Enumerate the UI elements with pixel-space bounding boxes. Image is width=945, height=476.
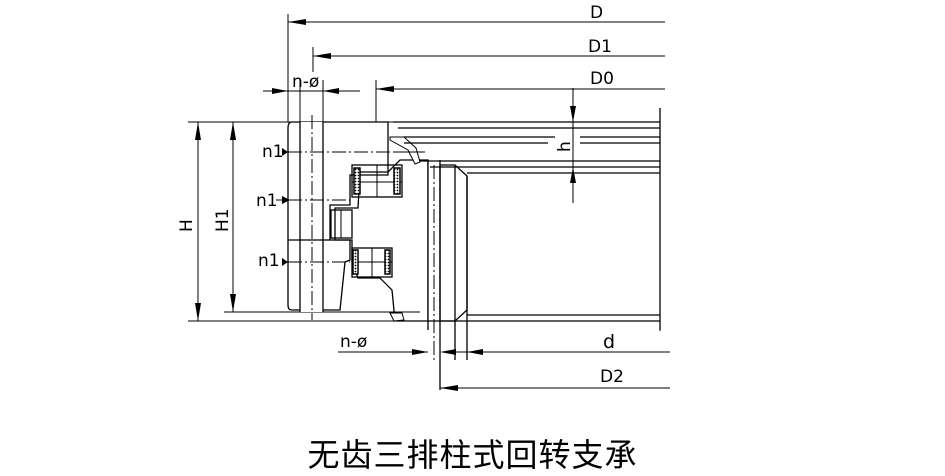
dimension-label-D0: D0 [590, 69, 614, 89]
dimension-h: h [555, 88, 576, 203]
top-seal [389, 136, 421, 165]
dimension-label-n-phi-bottom: n-ø [340, 332, 367, 352]
dimension-H1: H1 [213, 122, 236, 312]
dimension-n-phi-bottom: n-ø [338, 332, 456, 355]
upper-roller-row [351, 164, 403, 198]
dimension-label-n-phi-top: n-ø [292, 72, 319, 92]
dimension-D2: D2 [440, 367, 670, 391]
right-mounting-structure [393, 108, 661, 330]
n1-mid: n1 [256, 191, 350, 211]
dimension-label-D: D [590, 3, 603, 23]
bottom-seal [389, 312, 405, 322]
dimension-label-D2: D2 [600, 367, 624, 387]
outer-ring [287, 115, 389, 320]
n1-bottom-label: n1 [258, 251, 280, 271]
dimension-label-H1: H1 [213, 208, 233, 232]
lower-roller-row [351, 247, 393, 278]
dimension-d: d [455, 321, 670, 355]
n1-top-label: n1 [262, 142, 284, 162]
dimension-n-phi-top: n-ø [263, 72, 360, 122]
dimension-label-d: d [603, 331, 615, 353]
dimension-D1: D1 [312, 37, 665, 72]
dimension-D0: D0 [375, 69, 665, 122]
n1-bottom: n1 [258, 251, 350, 271]
dimension-label-D1: D1 [588, 37, 612, 57]
inner-ring [334, 159, 468, 390]
radial-roller-row [330, 209, 353, 239]
dimension-D: D [287, 3, 665, 122]
dimension-H: H [177, 122, 201, 321]
drawing-title: 无齿三排柱式回转支承 [307, 436, 638, 474]
n1-mid-label: n1 [256, 191, 278, 211]
dimension-label-H: H [177, 219, 197, 232]
dimension-label-h: h [555, 141, 575, 152]
